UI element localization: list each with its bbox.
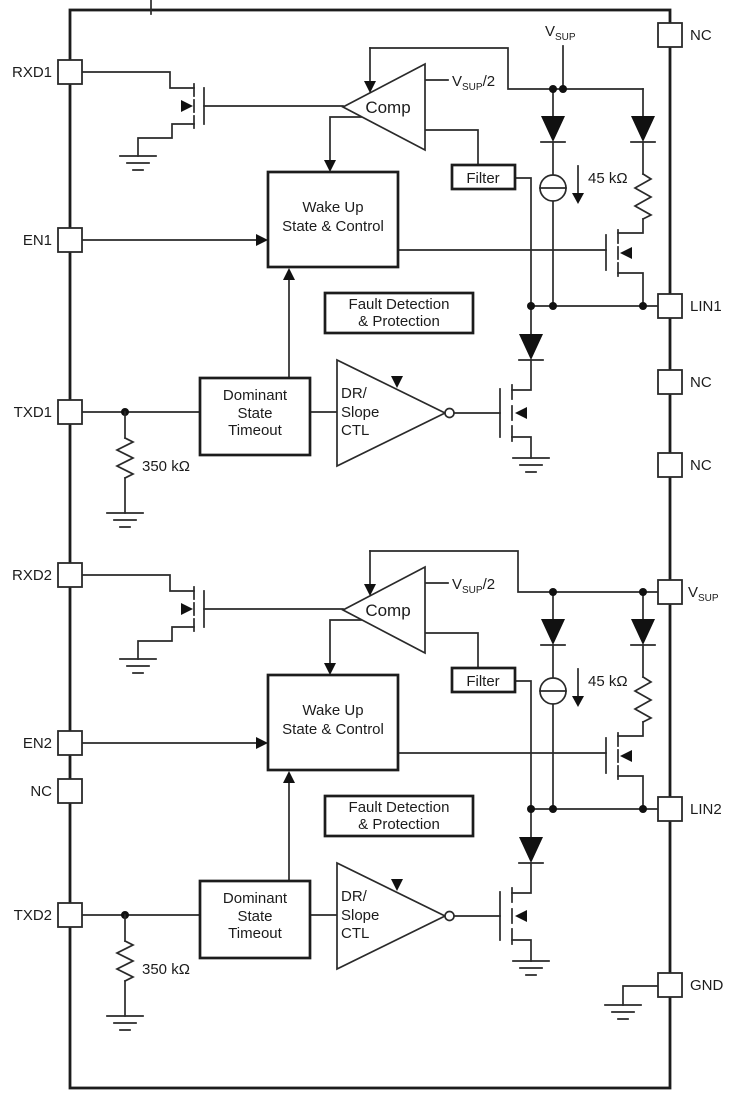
- junction-dot: [527, 302, 535, 310]
- pin-label-nc-1: NC: [690, 27, 712, 44]
- gnd-pin-wiring: [604, 985, 659, 1020]
- txd-resistor-value: 350 kΩ: [142, 458, 190, 475]
- junction-dot: [639, 302, 647, 310]
- dominant-label-1: Dominant: [223, 387, 288, 404]
- pin-txd1: [57, 399, 83, 425]
- pullup-resistor-value: 45 kΩ: [588, 170, 628, 187]
- pin-label-txd2: TXD2: [14, 907, 52, 924]
- junction-dot: [639, 588, 647, 596]
- wire-segments: [81, 47, 659, 459]
- pin-nc-right-1: [657, 22, 683, 48]
- driver-bubble-icon: [444, 407, 455, 419]
- pin-label-txd1: TXD1: [14, 404, 52, 421]
- arrow-feedback-icon: [364, 81, 376, 93]
- junction-dot: [549, 588, 557, 596]
- transceiver-channel-2: [80, 549, 660, 1032]
- fault-label-1: Fault Detection: [349, 296, 450, 313]
- pin-txd2: [57, 902, 83, 928]
- channel2-supply-rail: [369, 550, 659, 596]
- pin-rxd2: [57, 562, 83, 588]
- transceiver-channel: Comp VSUP/2 Filter Wake Up State & Contr…: [81, 47, 659, 528]
- lin-series-diode-icon: [518, 334, 544, 361]
- vsup-half-label: VSUP/2: [452, 73, 495, 93]
- ground-icon: [106, 512, 144, 528]
- arrow-fault-to-driver-icon: [391, 376, 403, 388]
- pin-label-en1: EN1: [23, 232, 52, 249]
- dominant-label-2: State: [237, 405, 272, 422]
- arrow-en-icon: [256, 234, 268, 246]
- pullup-resistor-icon: [633, 172, 653, 221]
- dominant-state-timeout-box: [198, 376, 312, 457]
- channel1-supply-rail: VSUP: [369, 23, 644, 93]
- ground-icon: [119, 155, 157, 171]
- pin-label-rxd2: RXD2: [12, 567, 52, 584]
- junction-dot: [559, 85, 567, 93]
- pullup-fet: [605, 229, 632, 277]
- pin-nc-right-2: [657, 369, 683, 395]
- wake-up-label-2: State & Control: [282, 218, 384, 235]
- driver-label-2: Slope: [341, 404, 379, 421]
- pin-label-en2: EN2: [23, 735, 52, 752]
- pin-label-nc-3: NC: [690, 457, 712, 474]
- ground-icon: [512, 457, 550, 473]
- fet-body-arrow-icon: [515, 407, 527, 419]
- pin-label-lin1: LIN1: [690, 298, 722, 315]
- pin-label-lin2: LIN2: [690, 801, 722, 818]
- filter-label: Filter: [466, 170, 499, 187]
- driver-fet: [499, 384, 527, 442]
- pin-vsup: [657, 579, 683, 605]
- right-pins: NC LIN1 NC NC VSUP LIN2 GND: [657, 22, 724, 998]
- dominant-label-3: Timeout: [228, 422, 282, 439]
- input-fet: [181, 83, 205, 129]
- junction-dot: [549, 302, 557, 310]
- wake-up-label-1: Wake Up: [302, 199, 363, 216]
- vsup-top-label: VSUP: [545, 23, 576, 43]
- current-direction-arrow-icon: [572, 193, 584, 204]
- fault-label-2: & Protection: [358, 313, 440, 330]
- filter-box: [450, 163, 517, 191]
- pin-label-nc-2: NC: [690, 374, 712, 391]
- pin-en2: [57, 730, 83, 756]
- pin-label-gnd: GND: [690, 977, 724, 994]
- arrow-txd-to-wakeup-icon: [283, 268, 295, 280]
- pin-label-nc-left: NC: [30, 783, 52, 800]
- pin-lin1: [657, 293, 683, 319]
- fet-body-arrow-icon: [181, 100, 193, 112]
- junction-dot: [549, 85, 557, 93]
- fet-body-arrow-icon: [620, 247, 632, 259]
- txd-pulldown-resistor-icon: [115, 436, 135, 480]
- pin-rxd1: [57, 59, 83, 85]
- reverse-diode-left-icon: [540, 116, 566, 143]
- pin-nc-left: [57, 778, 83, 804]
- current-source-icon: [539, 174, 567, 202]
- pin-gnd: [657, 972, 683, 998]
- pin-en1: [57, 227, 83, 253]
- wake-up-box: [266, 170, 400, 269]
- pin-nc-right-3: [657, 452, 683, 478]
- fault-box: [323, 291, 475, 335]
- comp-label: Comp: [365, 98, 410, 117]
- arrow-comp-to-wakeup-icon: [324, 160, 336, 172]
- left-pins: RXD1 EN1 TXD1 RXD2 EN2 NC TXD2: [12, 59, 83, 928]
- reverse-diode-right-icon: [630, 116, 656, 143]
- driver-label-3: CTL: [341, 422, 369, 439]
- pin-lin2: [657, 796, 683, 822]
- chip-boundary: [68, 8, 672, 1090]
- pin-label-rxd1: RXD1: [12, 64, 52, 81]
- pin-label-vsup: VSUP: [688, 584, 719, 604]
- comp-triangle: [341, 62, 426, 152]
- driver-label-1: DR/: [341, 385, 368, 402]
- driver-triangle: [336, 358, 447, 468]
- ground-icon: [604, 1004, 642, 1020]
